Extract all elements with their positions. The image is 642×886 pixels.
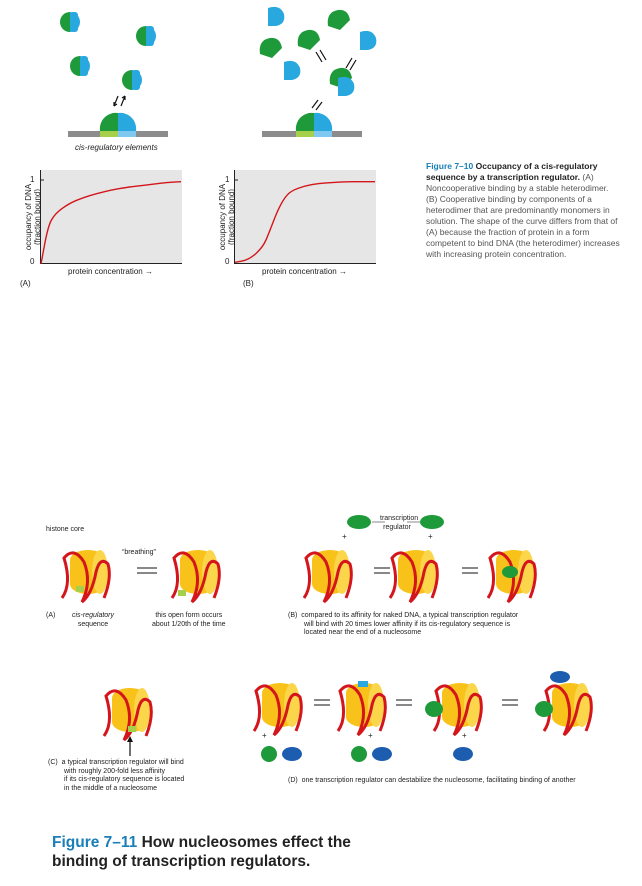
dimer-a3 bbox=[70, 56, 90, 76]
transcription-regulator-label: transcription regulator bbox=[380, 515, 419, 531]
panel-d-text: (D) one transcription regulator can dest… bbox=[288, 777, 576, 784]
chart-b-ytick-bottom: 0 bbox=[225, 257, 230, 266]
dna-bar-b bbox=[262, 112, 362, 137]
chart-a-ytick-bottom: 0 bbox=[30, 257, 35, 266]
nucleosome-a1 bbox=[60, 548, 111, 604]
chart-b-plot-area bbox=[234, 170, 376, 264]
breathing-label: “breathing” bbox=[122, 549, 156, 556]
cis-elements-label: cis-regulatory elements bbox=[75, 143, 158, 152]
plus-b2: + bbox=[428, 532, 433, 541]
chart-b-xlabel: protein concentration → bbox=[262, 267, 347, 276]
chart-a-curve bbox=[40, 180, 182, 264]
fig10-caption: Figure 7–10 Occupancy of a cis-regulator… bbox=[426, 161, 620, 259]
chart-a-plot-area bbox=[40, 170, 182, 264]
nucleosome-c bbox=[102, 686, 153, 742]
nucleosome-d2 bbox=[336, 681, 387, 737]
plus-d3: + bbox=[462, 731, 467, 740]
chart-b-curve bbox=[234, 180, 375, 264]
dimer-a1 bbox=[60, 12, 80, 32]
nucleosome-b1 bbox=[302, 548, 353, 604]
fig11-title: Figure 7–11 How nucleosomes effect the b… bbox=[52, 834, 351, 870]
histone-core-label: histone core bbox=[46, 526, 85, 533]
dna-bar-a bbox=[68, 112, 168, 137]
panel-b-text: (B) compared to its affinity for naked D… bbox=[288, 612, 519, 636]
open-form-label: this open form occurs about 1/20th of th… bbox=[152, 612, 226, 628]
chart-a-xlabel: protein concentration → bbox=[68, 267, 153, 276]
chart-b bbox=[234, 170, 376, 264]
fig10-schematic bbox=[60, 6, 377, 137]
plus-b1: + bbox=[342, 532, 347, 541]
chart-b-ytick-top: 1 bbox=[225, 175, 230, 184]
chart-b-axes bbox=[234, 170, 376, 264]
monomers-b bbox=[259, 6, 377, 96]
fig11-diagram bbox=[60, 515, 593, 762]
nucleosome-d1 bbox=[252, 681, 303, 737]
chart-a bbox=[40, 170, 182, 264]
nucleosome-d4 bbox=[535, 671, 593, 737]
dimer-a2 bbox=[136, 26, 156, 46]
nucleosome-b3 bbox=[486, 548, 537, 604]
cis-sequence-label: cis-regulatory sequence bbox=[72, 612, 115, 628]
chart-a-ytick-top: 1 bbox=[30, 175, 35, 184]
equilibrium-arrow-icon bbox=[113, 95, 126, 107]
plus-d2: + bbox=[368, 731, 373, 740]
nucleosome-a2 bbox=[170, 548, 221, 604]
breathing-arrow-icon bbox=[137, 567, 157, 574]
equilibrium-arrow-icon bbox=[311, 49, 357, 111]
panel-a-label: (A) bbox=[46, 612, 56, 619]
chart-a-panel: (A) bbox=[20, 279, 31, 288]
nucleosome-d3 bbox=[425, 681, 483, 737]
panel-c-text: (C) a typical transcription regulator wi… bbox=[48, 759, 185, 792]
dimer-a4 bbox=[122, 70, 142, 90]
plus-d1: + bbox=[262, 731, 267, 740]
chart-b-panel: (B) bbox=[243, 279, 254, 288]
nucleosome-b2 bbox=[388, 548, 439, 604]
